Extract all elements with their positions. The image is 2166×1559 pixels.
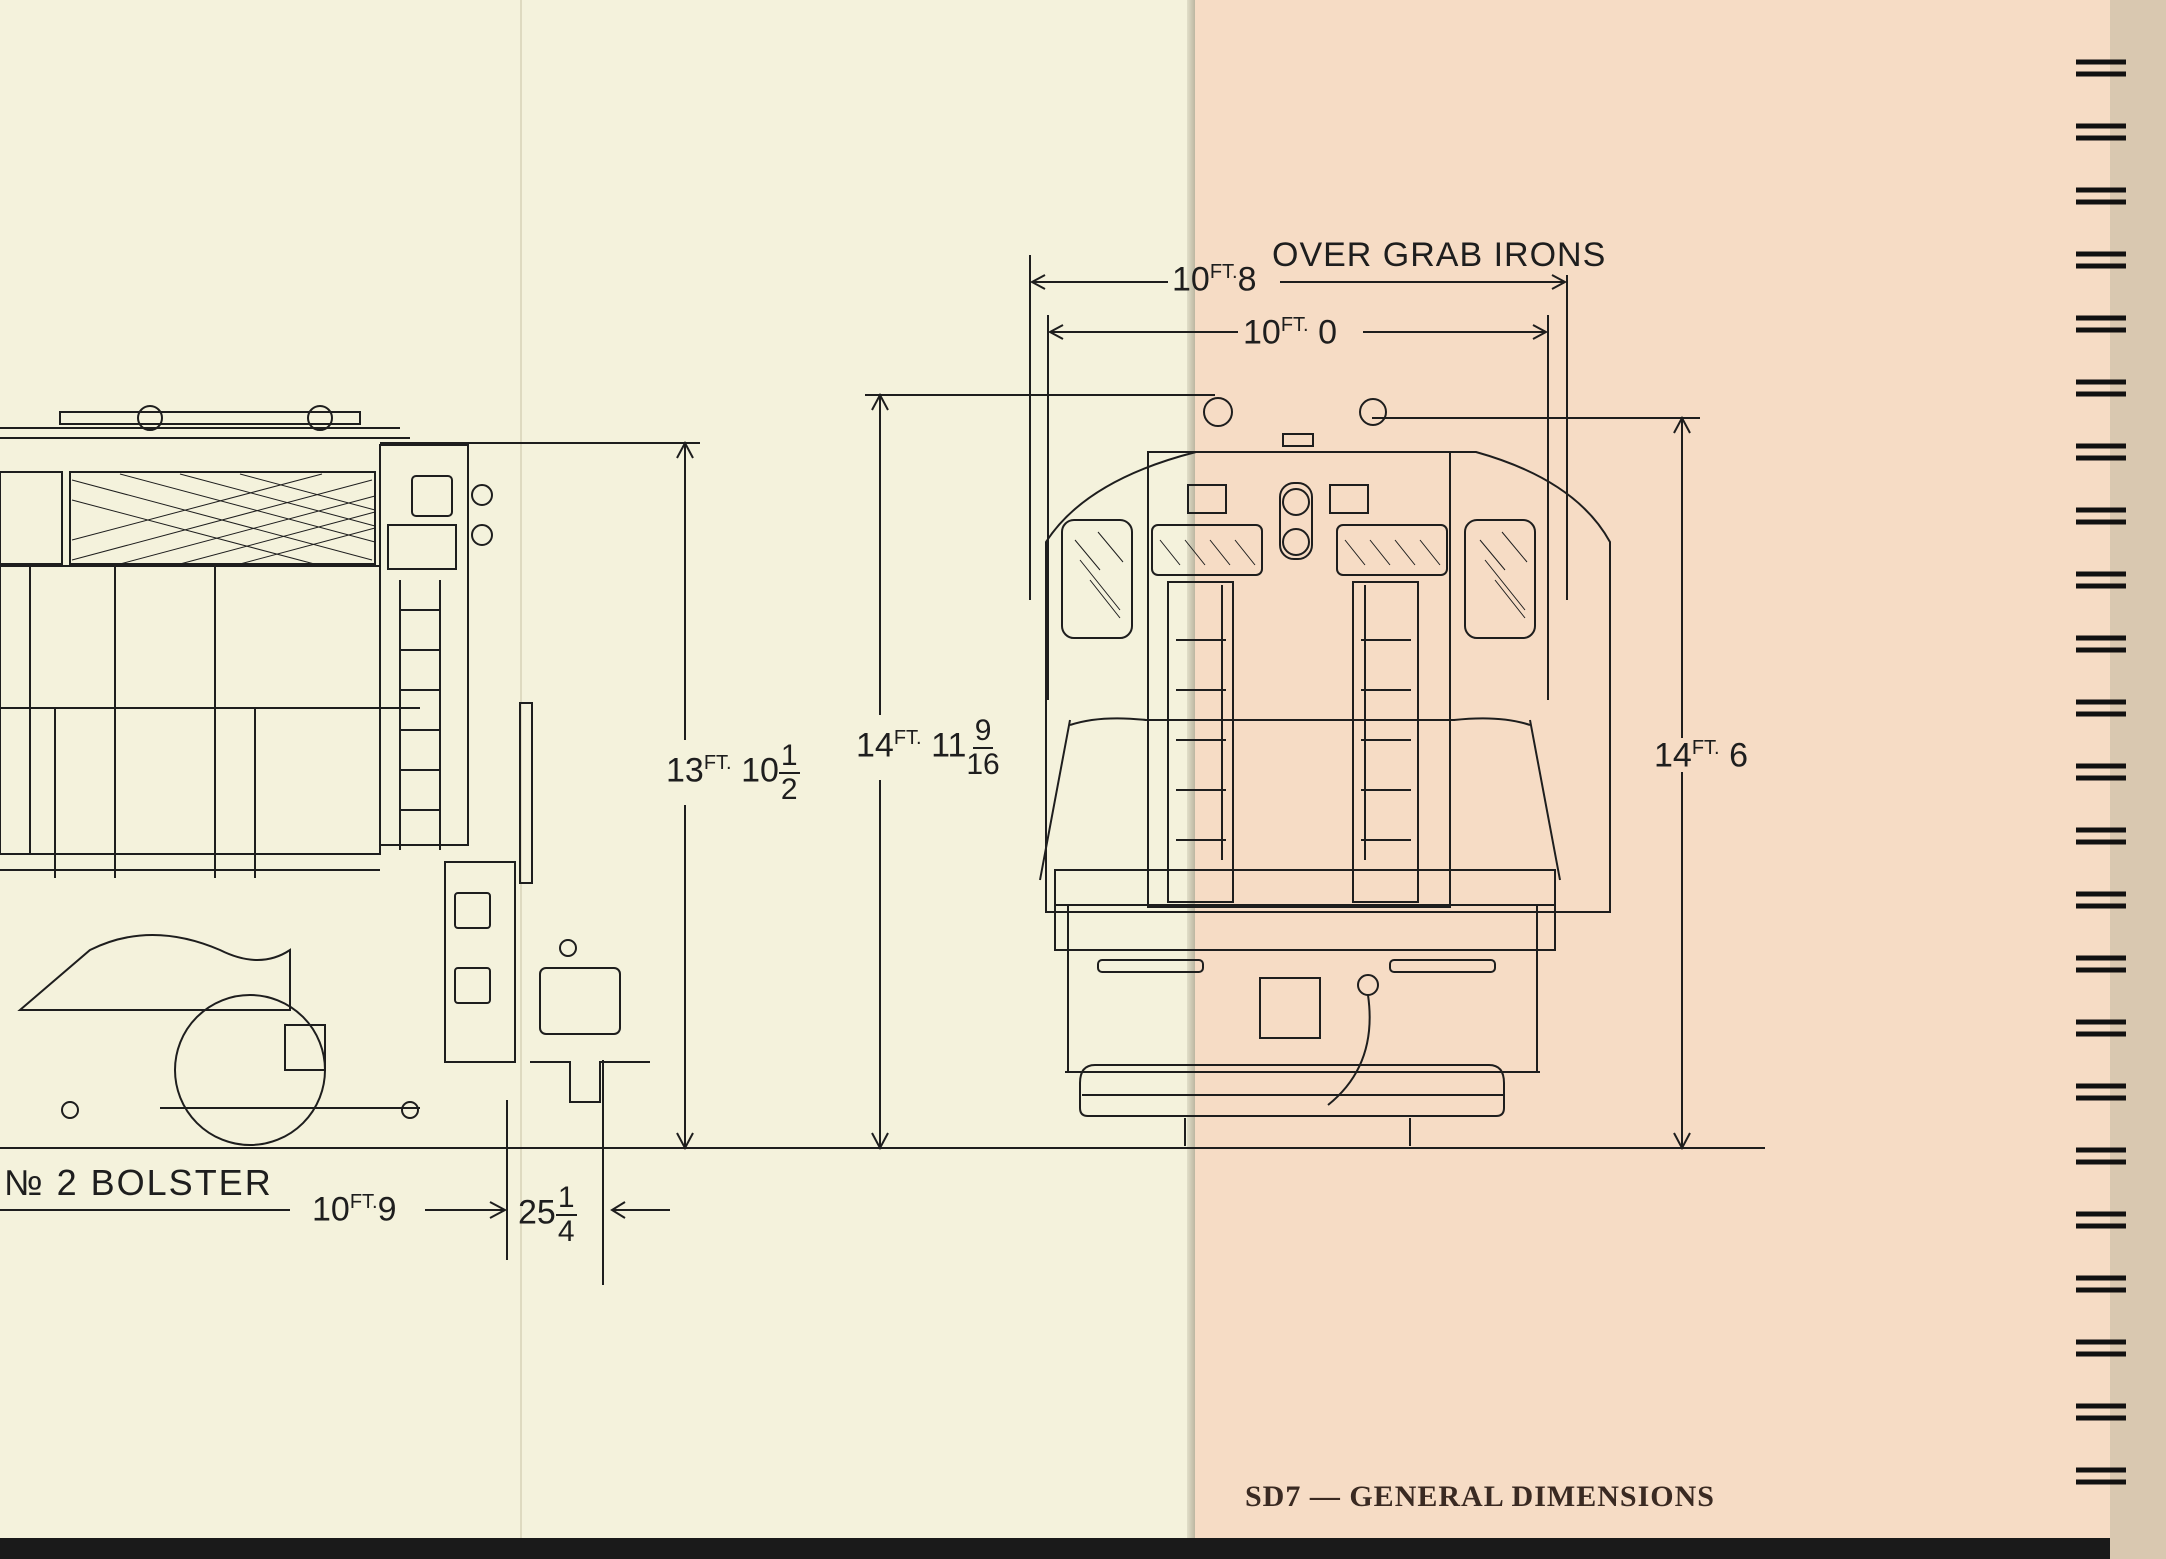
bolster-length-label: 10FT.9 — [312, 1190, 397, 1229]
bolster-dimension — [0, 1060, 670, 1285]
front-view — [1039, 397, 1611, 1146]
spiral-binding — [2076, 59, 2126, 1485]
page-caption: SD7 — GENERAL DIMENSIONS — [1245, 1480, 1715, 1513]
side-view — [0, 405, 650, 1146]
bolster-label: № 2 BOLSTER — [4, 1162, 273, 1203]
body-width-label: 10FT. 0 — [1243, 313, 1337, 352]
front-height-dimension — [1372, 415, 1700, 1151]
side-height-dimension — [380, 440, 700, 1151]
page-gutter — [1187, 0, 1195, 1538]
over-grab-irons-text: OVER GRAB IRONS — [1272, 236, 1607, 274]
width-over-grab-irons-label: 10FT.8 — [1172, 260, 1257, 299]
front-height-label: 14FT. 6 — [1650, 738, 1752, 773]
width-dimensions — [1029, 255, 1568, 700]
